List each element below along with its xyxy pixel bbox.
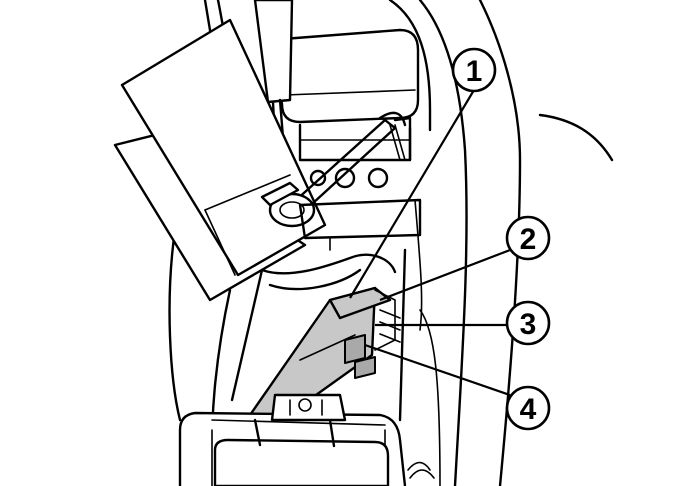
leader-lines (349, 89, 511, 397)
callout-2-label: 2 (520, 223, 537, 256)
callout-2: 2 (505, 215, 551, 261)
console-tray (230, 198, 422, 422)
callout-4-label: 4 (520, 393, 537, 426)
leader-line-4 (364, 343, 511, 397)
callout-3-label: 3 (520, 308, 537, 341)
callout-1-label: 1 (466, 55, 483, 88)
leader-line-1 (349, 89, 475, 299)
control-module (248, 286, 401, 417)
front-compartment (178, 393, 435, 486)
callout-3: 3 (505, 300, 551, 346)
callout-1: 1 (451, 47, 497, 93)
armrest-hinge (268, 28, 420, 189)
callout-4: 4 (505, 385, 551, 431)
leader-line-2 (379, 248, 511, 302)
